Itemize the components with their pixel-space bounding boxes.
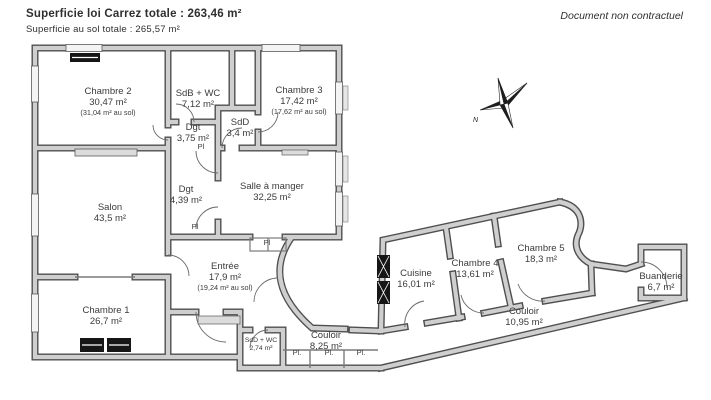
room-area: 17,42 m² <box>280 96 318 107</box>
room-name: SdD <box>230 117 250 128</box>
closet-label: Pl. <box>356 348 366 357</box>
room-name: Cuisine <box>400 268 432 279</box>
closet-label: Pl. <box>292 348 302 357</box>
room-name: Chambre 2 <box>84 86 132 97</box>
room-name: SdD + WC <box>244 337 278 344</box>
total-floor-area: Superficie au sol totale : 265,57 m² <box>26 24 181 35</box>
room-name: Chambre 4 <box>451 258 499 269</box>
room-name: Chambre 3 <box>275 85 323 96</box>
room-area: 3,4 m² <box>226 128 254 139</box>
room-area: 7,12 m² <box>181 99 215 110</box>
room-name: Entrée <box>211 261 239 272</box>
room-name: Buanderie <box>639 271 683 282</box>
room-area: 13,61 m² <box>456 269 494 280</box>
room-area: 17,9 m² <box>208 272 242 283</box>
room-area: 18,3 m² <box>524 254 558 265</box>
room-name: Chambre 5 <box>517 243 565 254</box>
room-floor-area: (31,04 m² au sol) <box>80 108 136 117</box>
room-area: 8,25 m² <box>309 341 343 352</box>
closet-label: Pl <box>191 222 199 231</box>
room-area: 32,25 m² <box>253 192 291 203</box>
furniture-layer <box>70 53 390 352</box>
room-name: SdB + WC <box>175 88 221 99</box>
room-floor-area: (19,24 m² au sol) <box>197 283 253 292</box>
room-name: Dgt <box>185 122 201 133</box>
room-area: 2,74 m² <box>249 345 273 352</box>
total-carrez-area: Superficie loi Carrez totale : 263,46 m² <box>26 8 242 20</box>
room-area: 3,75 m² <box>176 133 210 144</box>
room-name: Chambre 1 <box>82 305 130 316</box>
room-floor-area: (17,62 m² au sol) <box>271 107 327 116</box>
room-area: 16,01 m² <box>397 279 435 290</box>
room-name: Salon <box>97 202 123 213</box>
closet-label: Pl <box>197 142 205 151</box>
room-name: Dgt <box>178 184 194 195</box>
room-area: 43,5 m² <box>93 213 127 224</box>
room-name: Salle à manger <box>240 181 304 192</box>
disclaimer-text: Document non contractuel <box>560 10 683 22</box>
room-area: 30,47 m² <box>89 97 127 108</box>
windows-layer <box>31 44 349 333</box>
closet-label: Pl <box>263 238 271 247</box>
room-area: 26,7 m² <box>89 316 123 327</box>
walls-layer <box>31 44 689 373</box>
room-name: Couloir <box>508 306 540 317</box>
room-area: 6,7 m² <box>647 282 675 293</box>
room-area: 10,95 m² <box>505 317 543 328</box>
doors-layer <box>152 103 668 349</box>
compass-icon: N <box>473 77 528 129</box>
room-name: Couloir <box>310 330 342 341</box>
room-area: 4,39 m² <box>169 195 203 206</box>
closet-label: Pl. <box>324 348 334 357</box>
compass-north-label: N <box>473 117 479 124</box>
